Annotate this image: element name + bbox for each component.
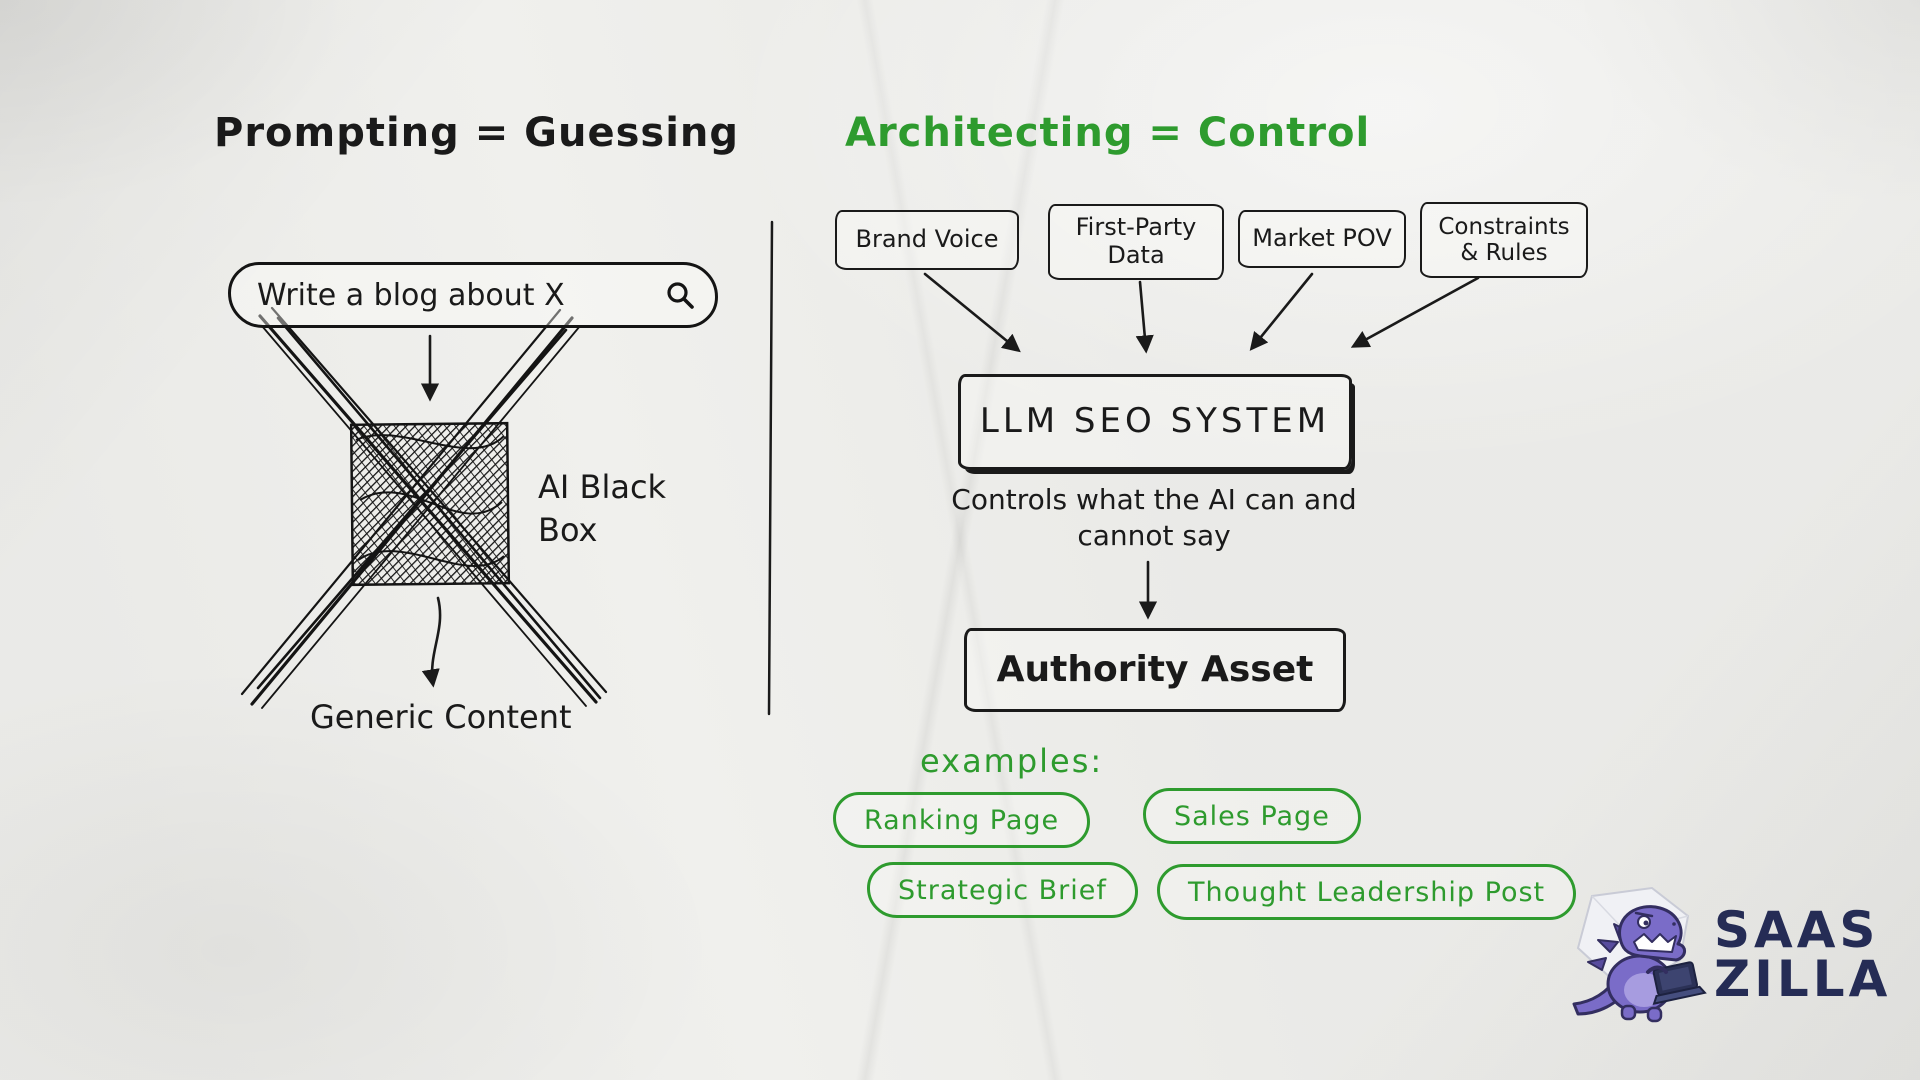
left-flow-arrows — [420, 334, 442, 688]
input-box-constraints-rules: Constraints & Rules — [1420, 202, 1588, 278]
saaszilla-wordmark: SAAS ZILLA — [1714, 901, 1892, 1008]
authority-asset-box: Authority Asset — [964, 628, 1346, 712]
input-box-brand-voice: Brand Voice — [835, 210, 1019, 270]
example-pill-thought-leadership-post: Thought Leadership Post — [1157, 864, 1577, 920]
black-box-label: AI Black Box — [538, 468, 667, 550]
section-divider — [767, 220, 774, 716]
examples-label: examples: — [920, 742, 1104, 780]
input-box-first-party-data: First-Party Data — [1048, 204, 1224, 280]
ai-black-box-scribble — [349, 421, 511, 587]
system-caption: Controls what the AI can and cannot say — [951, 483, 1357, 552]
logo-line-1: SAAS — [1714, 901, 1880, 959]
search-icon — [667, 282, 694, 309]
prompt-search-pill: Write a blog about X — [228, 262, 718, 328]
right-title: Architecting = Control — [845, 110, 1371, 156]
prompt-text: Write a blog about X — [257, 277, 565, 313]
logo-line-2: ZILLA — [1714, 950, 1892, 1008]
input-box-market-pov: Market POV — [1238, 210, 1406, 268]
generic-content-label: Generic Content — [310, 698, 572, 736]
saaszilla-mascot — [1572, 886, 1707, 1023]
example-pill-strategic-brief: Strategic Brief — [867, 862, 1138, 918]
left-title: Prompting = Guessing — [214, 110, 740, 156]
llm-seo-system-box: LLM SEO SYSTEM — [958, 374, 1352, 470]
example-pill-ranking-page: Ranking Page — [833, 792, 1091, 848]
example-pill-sales-page: Sales Page — [1143, 788, 1361, 844]
